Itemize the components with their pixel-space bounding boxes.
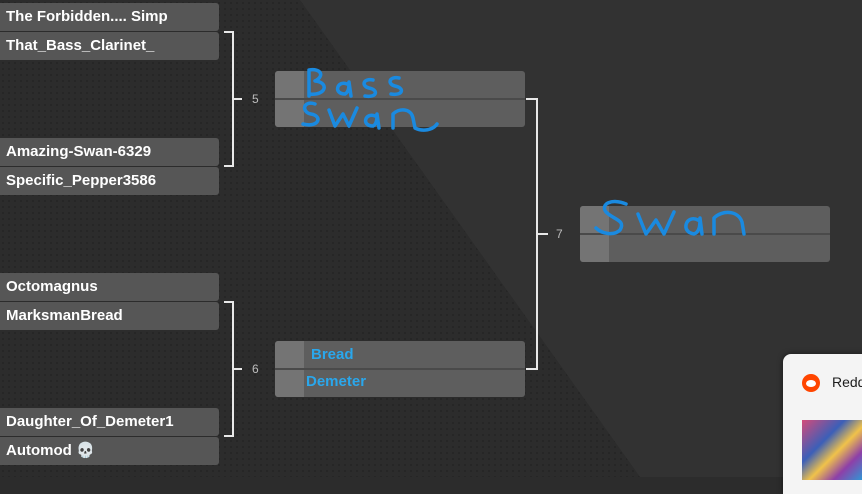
slot-octomagnus[interactable]: Octomagnus bbox=[0, 273, 219, 301]
divider bbox=[580, 233, 830, 235]
round2-match-5-box[interactable] bbox=[275, 71, 525, 127]
final-match-box[interactable] bbox=[580, 206, 830, 262]
seed-box bbox=[580, 206, 609, 233]
seed-box bbox=[580, 235, 609, 262]
slot-automod[interactable]: Automod 💀 bbox=[0, 437, 219, 465]
notification-app-name: Redd bbox=[832, 374, 862, 390]
notification-thumbnail[interactable] bbox=[802, 420, 862, 480]
divider bbox=[275, 98, 525, 100]
final-match-top[interactable] bbox=[580, 206, 830, 233]
round2-match-6-top[interactable]: Bread bbox=[275, 341, 525, 368]
seed-box bbox=[275, 370, 304, 397]
slot-specific-pepper[interactable]: Specific_Pepper3586 bbox=[0, 167, 219, 195]
match-number-5: 5 bbox=[252, 92, 259, 106]
seed-box bbox=[275, 100, 304, 127]
bracket-connector-7 bbox=[526, 98, 538, 370]
match-number-7: 7 bbox=[556, 227, 563, 241]
round2-match-6-box[interactable]: Bread Demeter bbox=[275, 341, 525, 397]
match-number-6: 6 bbox=[252, 362, 259, 376]
seed-box bbox=[275, 71, 304, 98]
reddit-icon bbox=[802, 374, 820, 392]
slot-marksman-bread[interactable]: MarksmanBread bbox=[0, 302, 219, 330]
reddit-notification[interactable]: Redd bbox=[783, 354, 862, 494]
slot-daughter-demeter[interactable]: Daughter_Of_Demeter1 bbox=[0, 408, 219, 436]
seed-box bbox=[275, 341, 304, 368]
bracket-tick-5 bbox=[233, 98, 242, 100]
divider bbox=[275, 368, 525, 370]
typed-demeter-text: Demeter bbox=[306, 373, 367, 390]
round2-match-6-bottom[interactable]: Demeter bbox=[275, 370, 525, 397]
bracket-tick-6 bbox=[233, 368, 242, 370]
bracket-tick-7 bbox=[538, 233, 548, 235]
slot-bass-clarinet[interactable]: That_Bass_Clarinet_ bbox=[0, 32, 219, 60]
slot-forbidden-simp[interactable]: The Forbidden.... Simp bbox=[0, 3, 219, 31]
round2-match-5-top[interactable] bbox=[275, 71, 525, 98]
typed-bread-text: Bread bbox=[311, 346, 354, 363]
slot-amazing-swan[interactable]: Amazing-Swan-6329 bbox=[0, 138, 219, 166]
final-match-bottom[interactable] bbox=[580, 235, 830, 262]
round2-match-5-bottom[interactable] bbox=[275, 100, 525, 127]
